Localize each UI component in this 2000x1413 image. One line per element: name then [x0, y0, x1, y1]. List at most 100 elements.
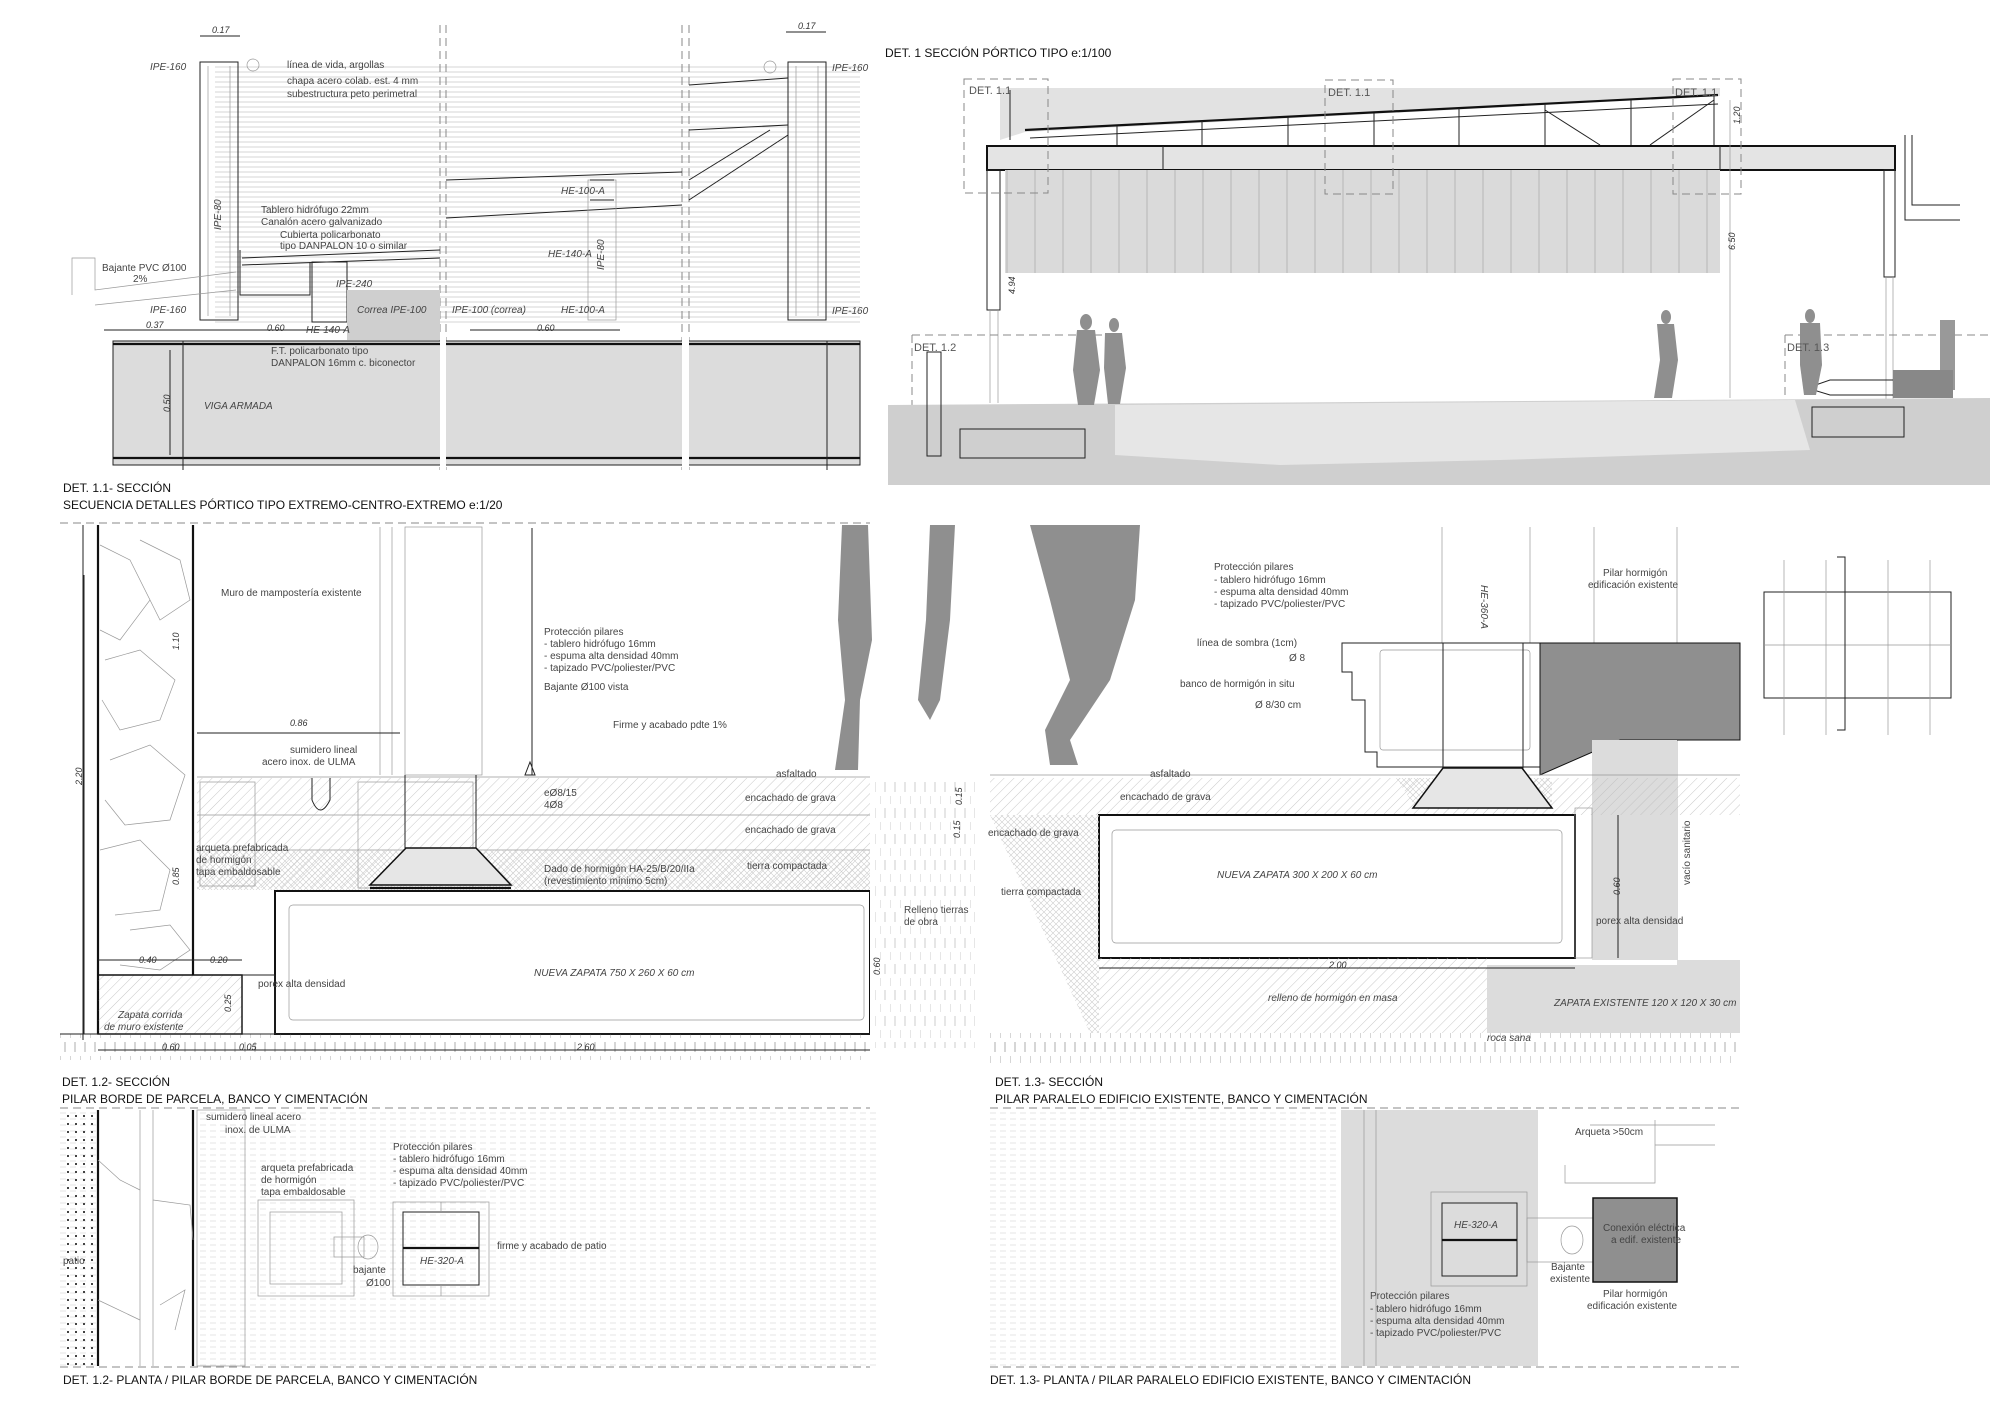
annotation-label: eØ8/15 [544, 788, 577, 799]
annotation-label: IPE-240 [336, 279, 373, 290]
annotation-label: - tapizado PVC/poliester/PVC [1370, 1328, 1501, 1339]
annotation-label: chapa acero colab. est. 4 mm [287, 76, 418, 87]
annotation-label: asfaltado [776, 769, 817, 780]
annotation-label: encachado de grava [1120, 792, 1211, 803]
annotation-label: Pilar hormigón [1603, 1289, 1667, 1300]
section-title: PILAR BORDE DE PARCELA, BANCO Y CIMENTAC… [62, 1091, 368, 1106]
annotation-label: de muro existente [104, 1022, 184, 1033]
dimension-label: 0.60 [537, 323, 555, 333]
dimension-label: 0.60 [267, 323, 285, 333]
dimension-label: 0.25 [223, 993, 233, 1012]
annotation-label: asfaltado [1150, 769, 1191, 780]
annotation-label: 4Ø8 [544, 800, 563, 811]
dimension-label: 0.85 [171, 866, 181, 885]
annotation-label: - espuma alta densidad 40mm [544, 651, 679, 662]
annotation-label: Bajante PVC Ø100 [102, 263, 187, 274]
annotation-label: - tablero hidrófugo 16mm [544, 639, 656, 650]
annotation-label: Relleno tierras [904, 905, 968, 916]
annotation-label: - espuma alta densidad 40mm [1214, 587, 1349, 598]
section-title: DET. 1.2- PLANTA / PILAR BORDE DE PARCEL… [63, 1372, 477, 1387]
annotation-label: bajante [353, 1265, 386, 1276]
annotation-label: Ø100 [366, 1278, 391, 1289]
dimension-label: 2.00 [1328, 960, 1347, 970]
annotation-label: existente [1550, 1274, 1590, 1285]
det-1-portico-drawing [888, 78, 1990, 485]
annotation-label: Ø 8 [1289, 653, 1306, 664]
annotation-label: banco de hormigón in situ [1180, 679, 1295, 690]
annotation-label: encachado de grava [745, 825, 836, 836]
annotation-label: HE-140-A [548, 249, 592, 260]
dimension-label: 0.37 [146, 320, 165, 330]
annotation-label: tierra compactada [747, 861, 827, 872]
annotation-label: - tablero hidrófugo 16mm [1370, 1304, 1482, 1315]
annotation-label: - espuma alta densidad 40mm [393, 1166, 528, 1177]
annotation-label: línea de sombra (1cm) [1197, 638, 1297, 649]
section-title: DET. 1 SECCIÓN PÓRTICO TIPO e:1/100 [885, 45, 1112, 60]
annotation-label: HE-320-A [420, 1256, 464, 1267]
det-1-1-section-drawing [71, 25, 861, 472]
section-title: SECUENCIA DETALLES PÓRTICO TIPO EXTREMO-… [63, 497, 503, 512]
dimension-label: 0.17 [798, 21, 817, 31]
annotation-label: Zapata corrida [117, 1010, 183, 1021]
annotation-label: DET. 1.1 [1675, 87, 1717, 99]
annotation-label: HE-320-A [1454, 1220, 1498, 1231]
annotation-label: porex alta densidad [1596, 916, 1683, 927]
annotation-label: arqueta prefabricada [261, 1163, 354, 1174]
dimension-label: 0.60 [162, 1042, 180, 1052]
annotation-label: F.T. policarbonato tipo [271, 346, 369, 357]
annotation-label: IPE-80 [213, 199, 224, 230]
annotation-label: IPE-100 (correa) [452, 305, 526, 316]
annotation-label: DET. 1.3 [1787, 342, 1829, 354]
annotation-label: - tapizado PVC/poliester/PVC [393, 1178, 524, 1189]
annotation-label: Correa IPE-100 [357, 305, 427, 316]
annotation-label: IPE-80 [596, 239, 607, 270]
annotation-label: Bajante [1551, 1262, 1585, 1273]
dimension-label: 0.86 [290, 718, 308, 728]
people-silhouettes [1073, 309, 1822, 405]
annotation-label: tierra compactada [1001, 887, 1081, 898]
dimension-label: 1.20 [1732, 106, 1742, 124]
annotation-label: Muro de mampostería existente [221, 588, 362, 599]
annotation-label: - tapizado PVC/poliester/PVC [1214, 599, 1345, 610]
section-title: DET. 1.3- SECCIÓN [995, 1074, 1103, 1089]
annotation-label: de hormigón [196, 855, 252, 866]
dimension-label: 4.94 [1007, 276, 1017, 294]
dimension-label: 2.60 [576, 1042, 595, 1052]
annotation-label: - tablero hidrófugo 16mm [393, 1154, 505, 1165]
annotation-label: porex alta densidad [258, 979, 345, 990]
annotation-label: HE-360-A [1478, 585, 1489, 629]
annotation-label: vacío sanitario [1682, 820, 1693, 885]
det-1-3-plan-drawing [990, 1107, 1740, 1368]
dimension-label: 0.15 [952, 819, 962, 838]
det-1-3-section-drawing [990, 527, 1952, 1063]
annotation-label: VIGA ARMADA [204, 401, 273, 412]
annotation-label: 2% [133, 274, 148, 285]
annotation-label: (revestimiento mínimo 5cm) [544, 876, 667, 887]
annotation-label: sumidero lineal acero [206, 1112, 301, 1123]
annotation-label: edificación existente [1587, 1301, 1677, 1312]
det-1-2-plan-drawing [60, 1107, 880, 1368]
annotation-label: Protección pilares [393, 1142, 472, 1153]
dimension-label: 0.60 [1612, 877, 1622, 895]
annotation-label: Bajante Ø100 vista [544, 682, 629, 693]
annotation-label: patio [63, 1256, 85, 1267]
section-title: DET. 1.1- SECCIÓN [63, 480, 171, 495]
annotation-label: Conexión eléctrica [1603, 1223, 1686, 1234]
dimension-label: 0.40 [139, 955, 157, 965]
annotation-label: Protección pilares [544, 627, 623, 638]
annotation-label: IPE-160 [150, 305, 187, 316]
dimension-label: 2.20 [74, 767, 84, 786]
det-1-2-section-drawing [60, 522, 1140, 1063]
section-title: DET. 1.3- PLANTA / PILAR PARALELO EDIFIC… [990, 1372, 1471, 1387]
annotation-label: firme y acabado de patio [497, 1241, 607, 1252]
annotation-label: tapa embaldosable [261, 1187, 346, 1198]
annotation-label: Tablero hidrófugo 22mm [261, 205, 369, 216]
annotation-label: subestructura peto perimetral [287, 89, 417, 100]
annotation-label: edificación existente [1588, 580, 1678, 591]
annotation-label: Protección pilares [1214, 562, 1293, 573]
annotation-label: inox. de ULMA [225, 1125, 291, 1136]
annotation-label: IPE-160 [150, 62, 187, 73]
dimension-label: 1.10 [171, 632, 181, 650]
dimension-label: 0.20 [210, 955, 228, 965]
